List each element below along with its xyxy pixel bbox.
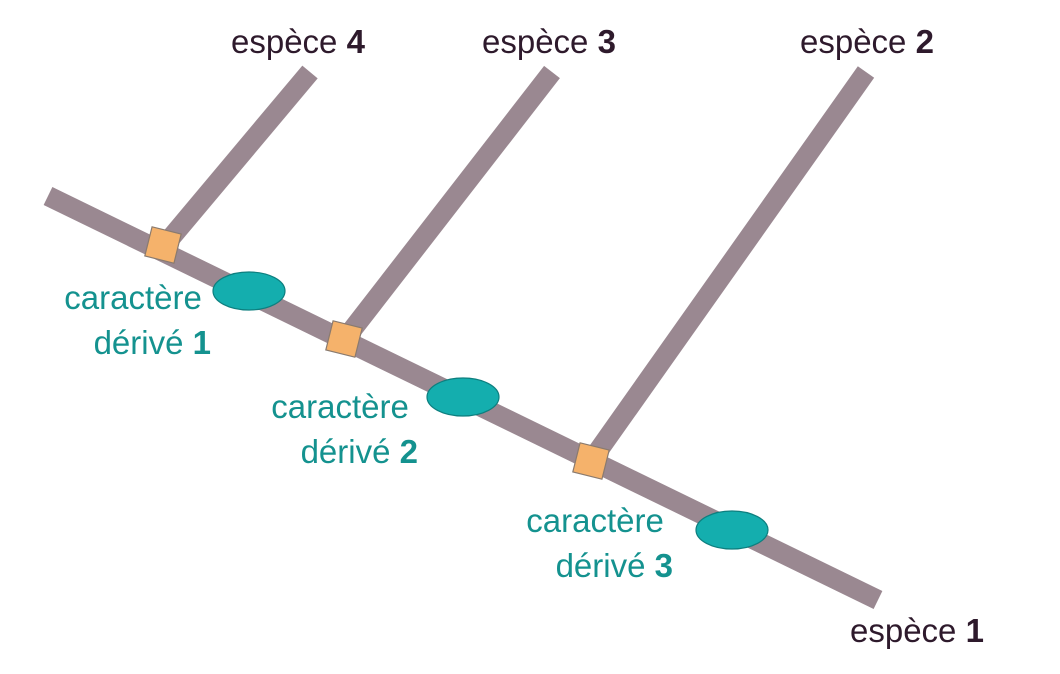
label-trait-1-line2: dérivé 1 bbox=[94, 324, 211, 361]
trait-marker-2 bbox=[426, 377, 500, 417]
label-species-3-number: 3 bbox=[598, 23, 616, 60]
label-species-2: espèce 2 bbox=[800, 23, 934, 60]
node-square-1 bbox=[144, 226, 182, 264]
label-species-1-number: 1 bbox=[966, 612, 984, 649]
label-trait-2: caractère dérivé 2 bbox=[271, 388, 418, 470]
label-species-4-word: espèce bbox=[231, 23, 337, 60]
label-species-2-word: espèce bbox=[800, 23, 906, 60]
label-species-4-number: 4 bbox=[347, 23, 366, 60]
label-trait-3-line2: dérivé 3 bbox=[556, 547, 673, 584]
trait-marker-3 bbox=[695, 510, 769, 550]
branch-species-2 bbox=[582, 66, 875, 467]
label-trait-2-line2: dérivé 2 bbox=[301, 433, 418, 470]
label-trait-2-number: 2 bbox=[400, 433, 418, 470]
label-trait-3: caractère dérivé 3 bbox=[526, 502, 673, 584]
label-species-2-number: 2 bbox=[916, 23, 934, 60]
label-trait-3-word: dérivé bbox=[556, 547, 646, 584]
label-trait-3-line1: caractère bbox=[526, 502, 664, 539]
label-trait-1-word: dérivé bbox=[94, 324, 184, 361]
label-trait-3-number: 3 bbox=[655, 547, 673, 584]
node-square-2 bbox=[325, 320, 363, 358]
label-species-1-word: espèce bbox=[850, 612, 956, 649]
label-trait-1: caractère dérivé 1 bbox=[64, 279, 211, 361]
node-square-3 bbox=[572, 442, 610, 480]
label-species-4: espèce 4 bbox=[231, 23, 366, 60]
label-species-3-word: espèce bbox=[482, 23, 588, 60]
label-trait-1-number: 1 bbox=[193, 324, 211, 361]
label-trait-1-line1: caractère bbox=[64, 279, 202, 316]
label-trait-2-word: dérivé bbox=[301, 433, 391, 470]
label-species-3: espèce 3 bbox=[482, 23, 616, 60]
label-species-1: espèce 1 bbox=[850, 612, 984, 649]
branch-species-4 bbox=[156, 65, 318, 253]
branch-species-3 bbox=[337, 65, 560, 346]
label-trait-2-line1: caractère bbox=[271, 388, 409, 425]
trait-marker-1 bbox=[212, 271, 286, 311]
